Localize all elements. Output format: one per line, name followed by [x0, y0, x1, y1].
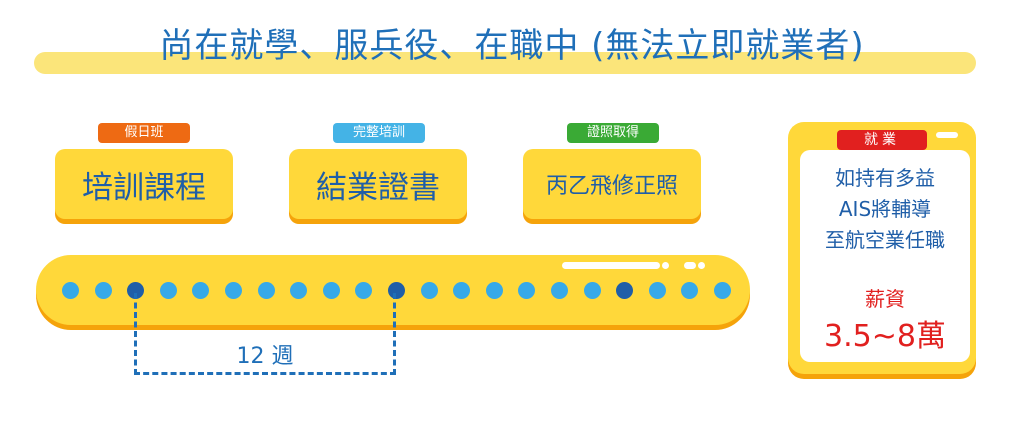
salary-label: 薪資 [865, 287, 905, 311]
timeline-dot [62, 282, 79, 299]
timeline-dot [583, 282, 601, 299]
timeline-dot-marked [616, 282, 634, 299]
employment-line-1: 如持有多益 [835, 166, 935, 190]
timeline-dot [681, 282, 699, 299]
stage-card-label: 丙乙飛修正照 [545, 174, 678, 199]
timeline-dot [94, 282, 112, 299]
employment-line-3: 至航空業任職 [825, 228, 945, 252]
stage-tag-full-training: 完整培訓 [333, 123, 425, 143]
stage-card-certificate: 結業證書 [289, 149, 467, 219]
timeline-dot [551, 282, 568, 299]
timeline-highlight [562, 262, 669, 269]
duration-bracket [134, 293, 396, 375]
timeline-dot [420, 282, 438, 299]
stage-tag-label: 假日班 [124, 125, 164, 140]
salary-value: 3.5~8萬 [824, 319, 946, 354]
stage-card-training-course: 培訓課程 [55, 149, 233, 219]
timeline-dot [355, 282, 373, 299]
stage-tag-label: 完整培訓 [352, 125, 405, 140]
timeline-dot [192, 282, 210, 299]
timeline-dot [159, 282, 177, 299]
timeline-dot [648, 282, 666, 299]
timeline-dot [518, 282, 536, 299]
timeline-dot-marked [388, 282, 405, 299]
timeline-dot [485, 282, 503, 299]
duration-label: 12 週 [236, 344, 294, 369]
employment-pill [936, 132, 958, 138]
timeline-dot [257, 282, 275, 299]
timeline-dot [453, 282, 471, 299]
employment-line-2: AIS將輔導 [838, 197, 932, 221]
page-title: 尚在就學、服兵役、在職中 (無法立即就業者) [159, 26, 865, 66]
stage-tag-license: 證照取得 [567, 123, 659, 143]
stage-tag-holiday-class: 假日班 [98, 123, 190, 143]
timeline-dot [322, 282, 340, 299]
timeline-highlight-small [684, 262, 705, 269]
title-highlight-bar [34, 52, 976, 74]
timeline-dot-marked [127, 282, 145, 299]
stage-card-label: 結業證書 [316, 169, 440, 206]
employment-tag: 就業 [837, 130, 927, 150]
stage-card-label: 培訓課程 [82, 169, 206, 206]
stage-card-license: 丙乙飛修正照 [523, 149, 701, 219]
timeline-dot [290, 282, 308, 299]
timeline-dot [714, 282, 731, 299]
stage-tag-label: 證照取得 [586, 125, 639, 140]
employment-panel-inner [800, 150, 970, 362]
timeline-dot [225, 282, 242, 299]
